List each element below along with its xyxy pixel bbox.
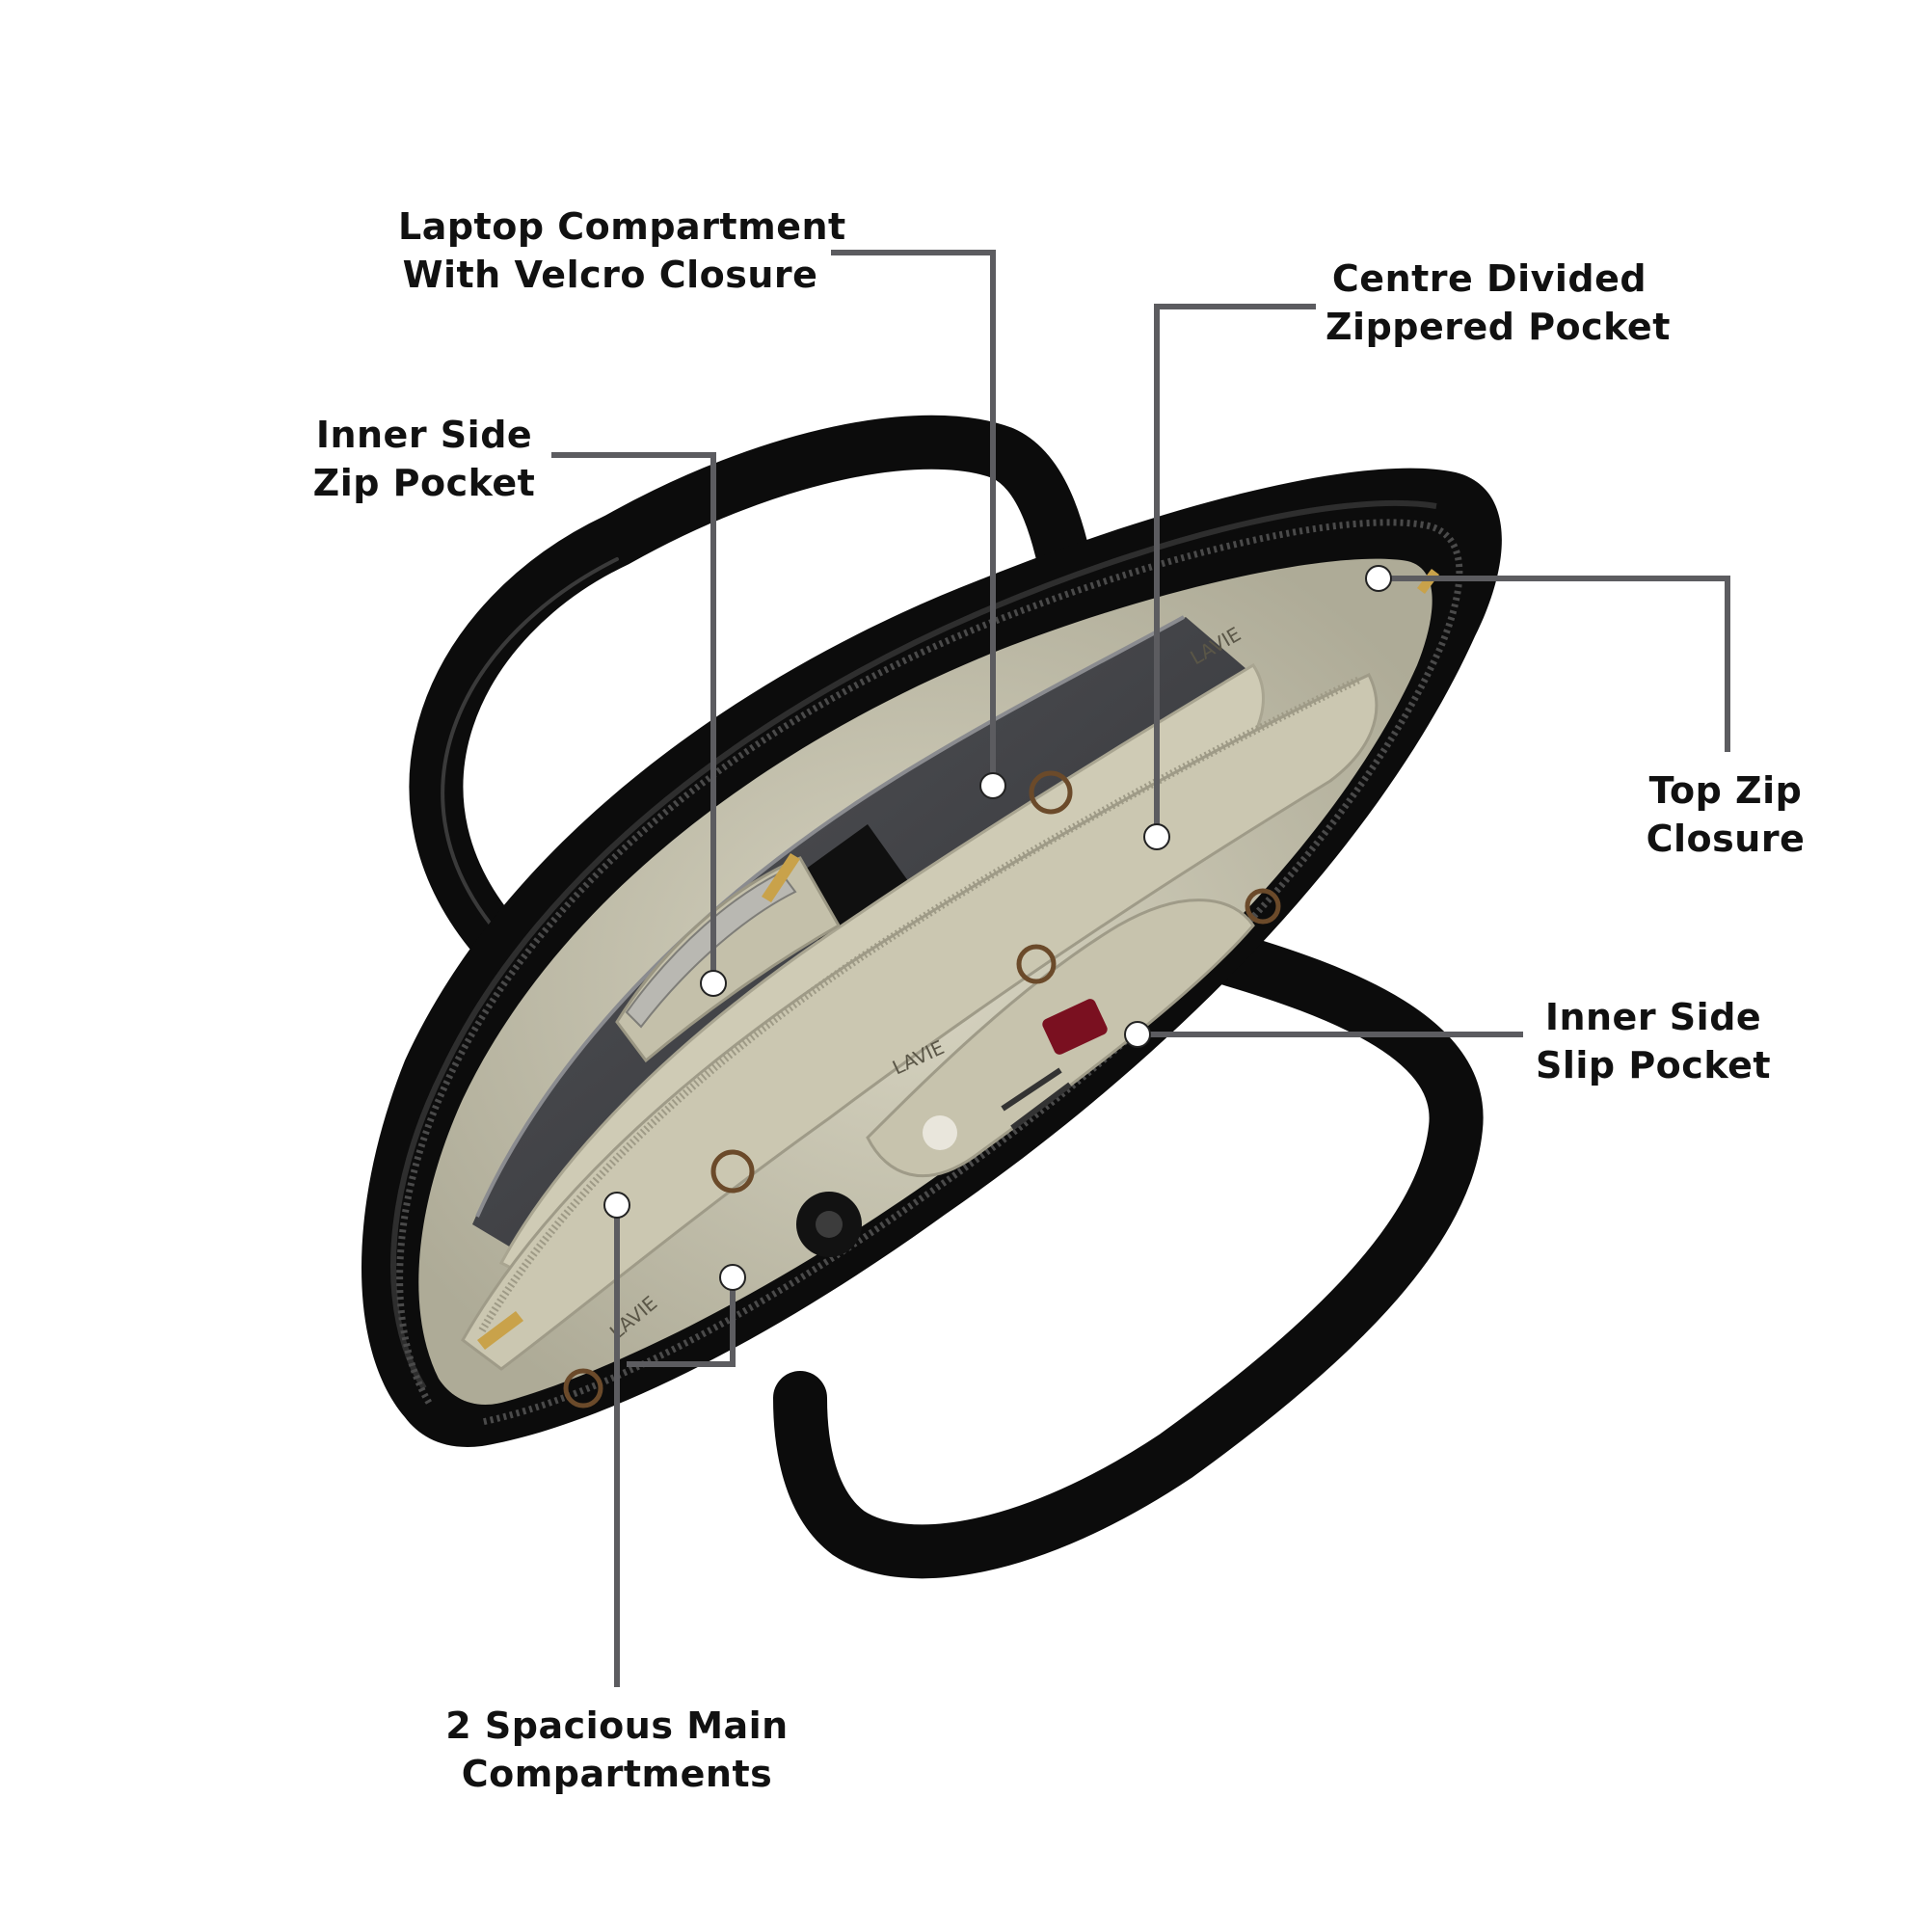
label-inner-side-zip-pocket: Inner Side Zip Pocket: [308, 411, 540, 507]
label-top-zip-closure: Top Zip Closure: [1620, 766, 1832, 863]
label-line: 2 Spacious Main: [445, 1704, 789, 1747]
laptop-edge: [475, 615, 1185, 1218]
centre-pocket-zipper: [478, 676, 1361, 1333]
back-handle: [409, 415, 1097, 977]
lip-balm: [923, 1115, 957, 1150]
label-line: Laptop Compartment: [398, 205, 846, 248]
callout-markers: [603, 565, 1392, 1291]
label-line: With Velcro Closure: [402, 254, 818, 296]
front-handle: [773, 927, 1484, 1579]
leader-laptop-compartment: [831, 250, 996, 786]
callout-marker-dot: [1124, 1021, 1151, 1048]
callout-marker-dot: [700, 970, 727, 997]
label-line: Closure: [1646, 818, 1806, 860]
leader-main-compartments-branch: [627, 1277, 736, 1367]
callout-marker-dot: [603, 1192, 630, 1219]
label-line: Inner Side: [1544, 996, 1762, 1038]
label-laptop-compartment: Laptop Compartment With Velcro Closure: [398, 202, 846, 299]
label-line: Inner Side: [315, 414, 533, 456]
label-line: Centre Divided: [1331, 257, 1647, 300]
back-handle-highlight: [441, 557, 619, 927]
scissors-item: [1001, 1067, 1072, 1131]
leader-centre-divided-pocket: [1154, 304, 1316, 837]
label-line: Zip Pocket: [312, 462, 536, 504]
zipper-pull-side: [762, 853, 800, 902]
centre-zippered-pocket: [461, 673, 1379, 1371]
label-line: Top Zip: [1648, 769, 1803, 812]
zipper-pull-lower: [477, 1311, 523, 1350]
callout-marker-dot: [1365, 565, 1392, 592]
label-centre-divided-pocket: Centre Divided Zippered Pocket: [1326, 255, 1671, 351]
callout-marker-dot: [979, 772, 1006, 799]
callout-marker-dot: [719, 1264, 746, 1291]
perfume-cap: [816, 1211, 843, 1238]
label-line: Compartments: [461, 1753, 773, 1795]
bag-rim-highlight: [390, 499, 1437, 1390]
top-zipper-track: [396, 519, 1463, 1426]
inner-side-zip-pocket: [615, 856, 842, 1063]
label-main-compartments: 2 Spacious Main Compartments: [443, 1702, 790, 1798]
lavie-monogram-logo: [563, 770, 1281, 1409]
callout-marker-dot: [1143, 823, 1170, 850]
leader-top-zip-closure: [1379, 576, 1730, 752]
label-line: Zippered Pocket: [1326, 306, 1671, 348]
leader-inner-side-zip-pocket: [551, 452, 716, 983]
label-inner-side-slip-pocket: Inner Side Slip Pocket: [1533, 993, 1774, 1089]
callout-leader-lines: [551, 250, 1730, 1687]
wallet-item: [1042, 999, 1108, 1055]
label-line: Slip Pocket: [1535, 1044, 1772, 1087]
